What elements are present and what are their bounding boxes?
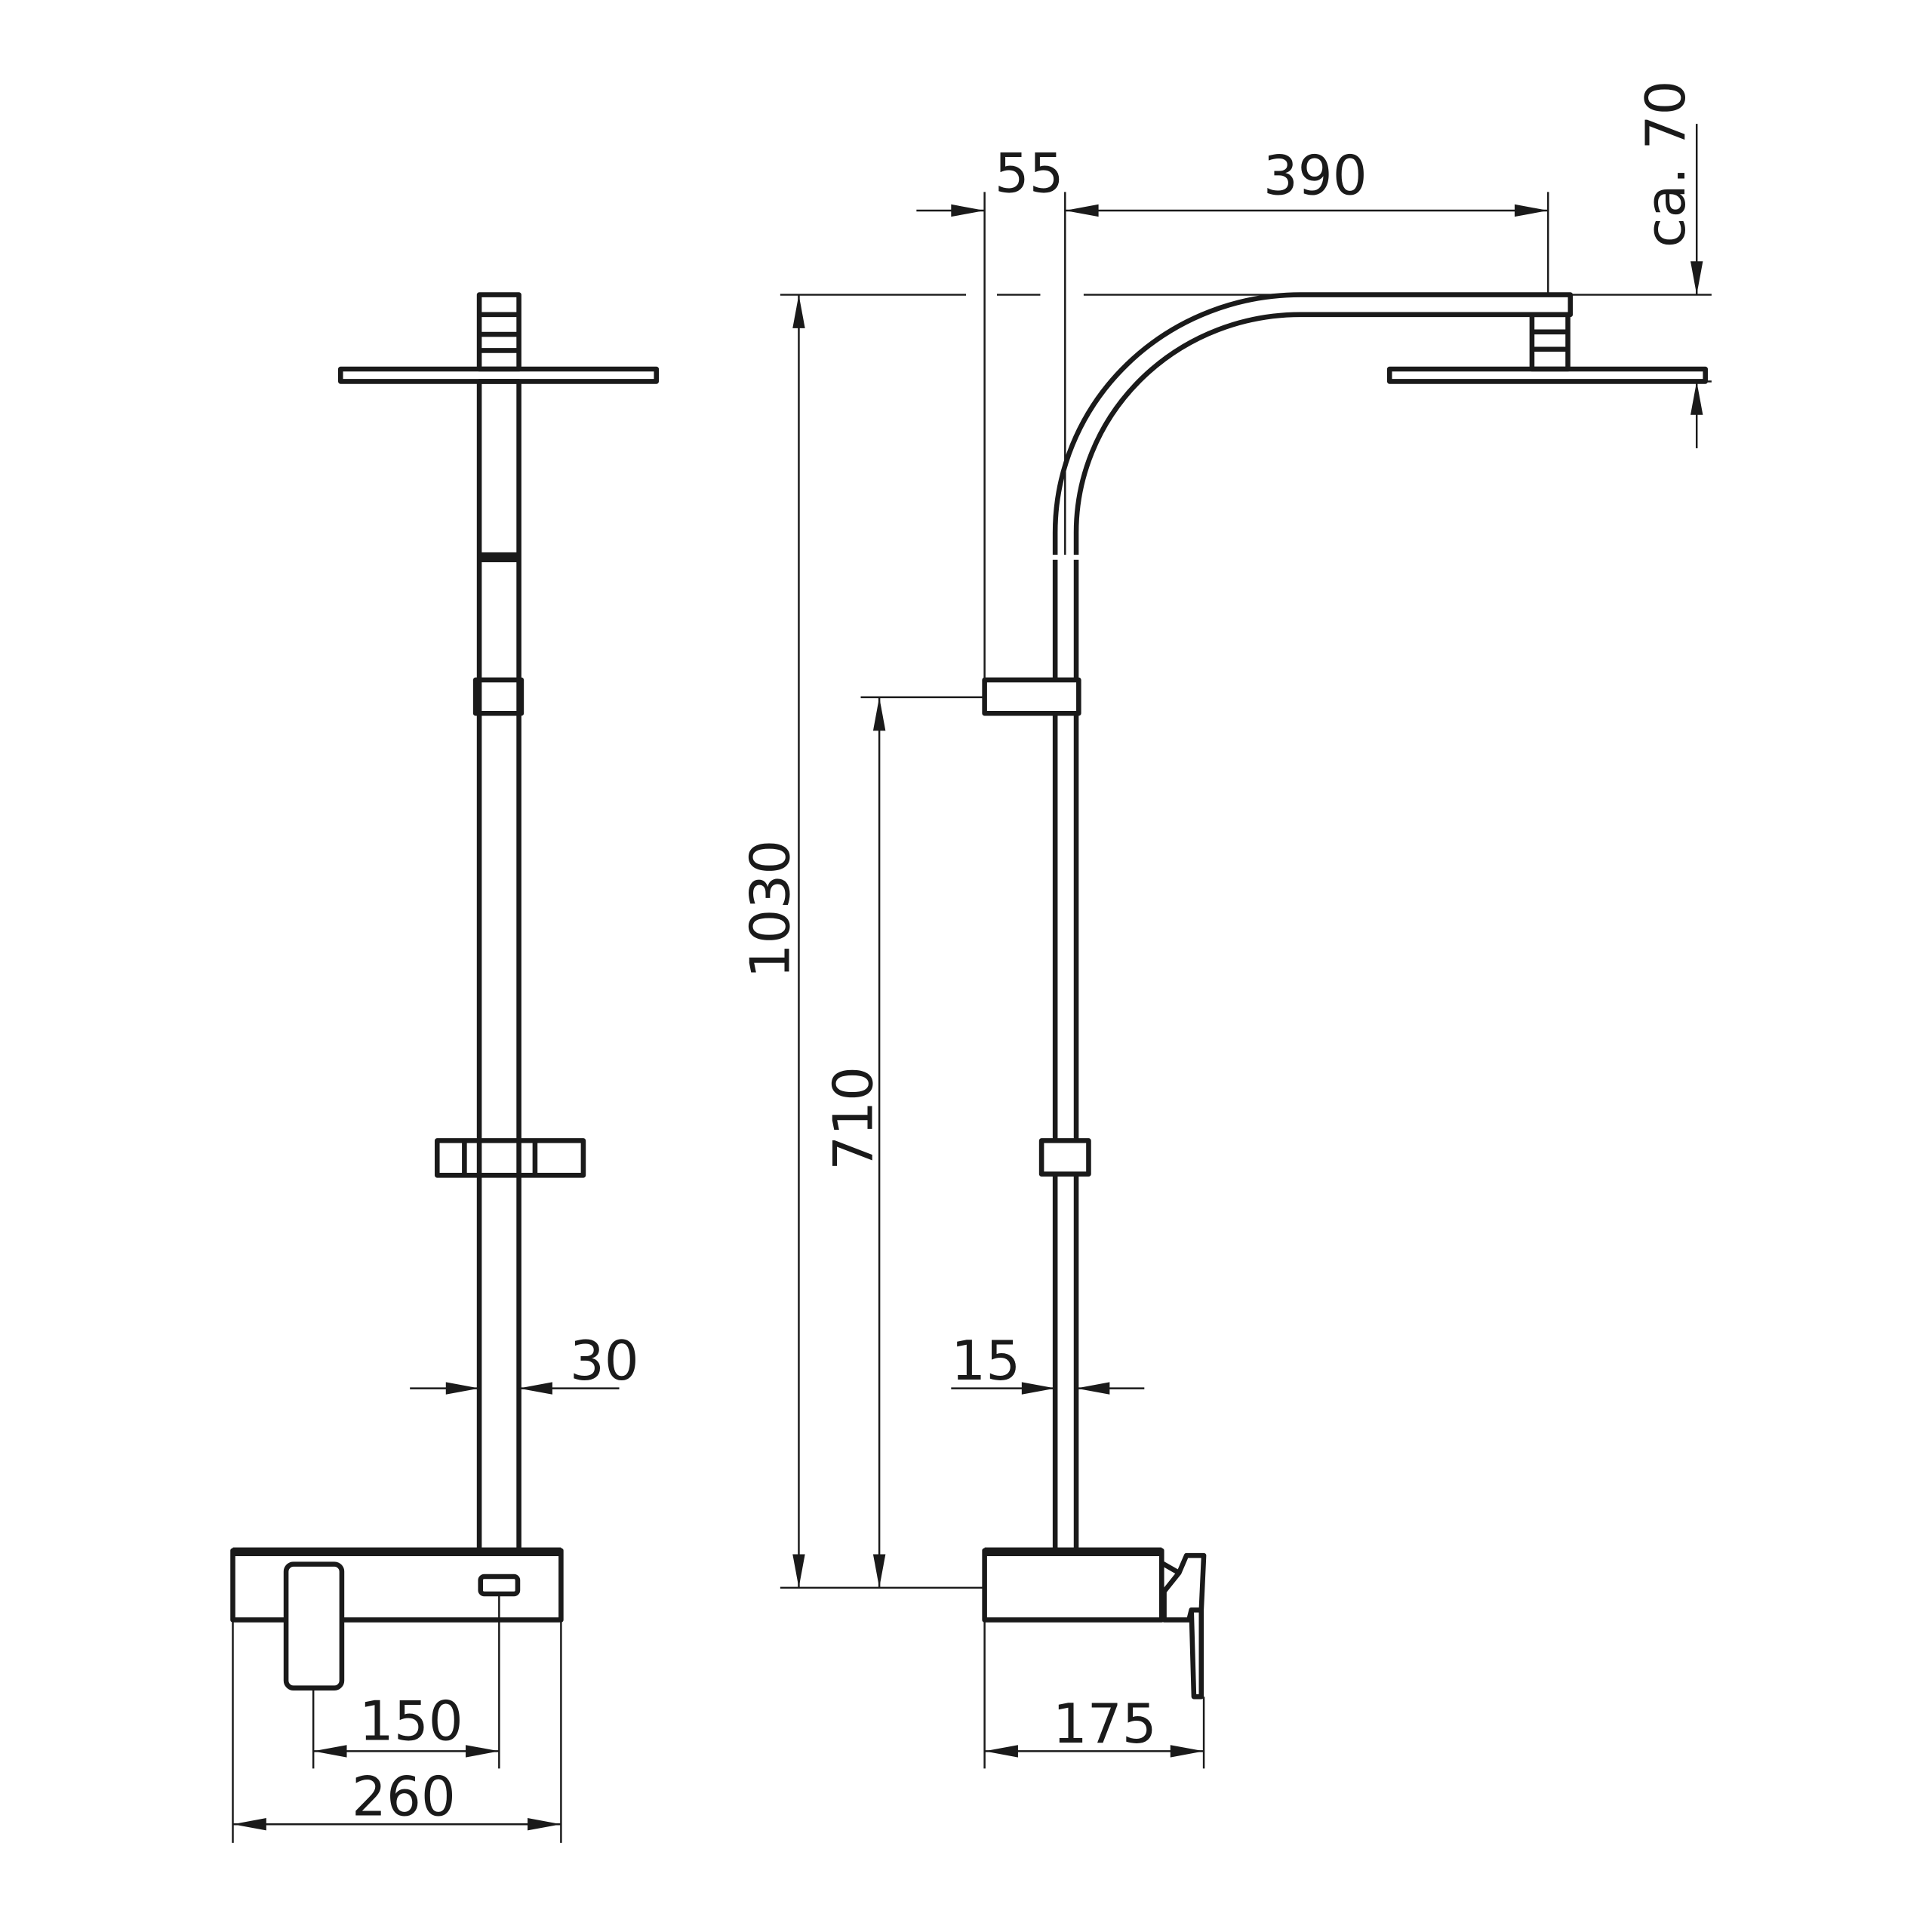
wall-bracket — [982, 677, 1081, 716]
dim-arm-projection: 390 — [1263, 145, 1367, 208]
mixer-lever-side — [1160, 1552, 1207, 1700]
shower-head-side — [1386, 366, 1708, 384]
shower-arm — [1052, 292, 1574, 555]
dim-wall-offset: 55 — [995, 142, 1064, 205]
dim-mixer-depth: 175 — [1053, 1693, 1157, 1756]
dim-mixer-width: 260 — [352, 1766, 456, 1829]
diverter-button — [478, 1574, 521, 1597]
head-connector-side — [1529, 312, 1571, 372]
dim-pipe-diameter: 30 — [570, 1330, 639, 1393]
dim-handle-spacing: 150 — [359, 1690, 463, 1754]
side-view: 55 390 ca. 70 1030 710 15 175 — [739, 81, 1712, 1769]
dim-rail-diameter: 15 — [951, 1330, 1020, 1393]
pipe-clamp — [472, 677, 525, 716]
mixer-handle — [283, 1561, 345, 1690]
soap-holder — [435, 1138, 586, 1178]
slider-clamp — [1038, 1138, 1091, 1177]
mixer-body — [230, 1548, 564, 1623]
dim-head-drop: ca. 70 — [1635, 81, 1698, 248]
front-view: 30 150 260 — [230, 292, 660, 1843]
mixer-body-side — [982, 1548, 1164, 1623]
dim-total-height: 1030 — [739, 840, 802, 979]
dim-slider-height: 710 — [822, 1066, 885, 1171]
